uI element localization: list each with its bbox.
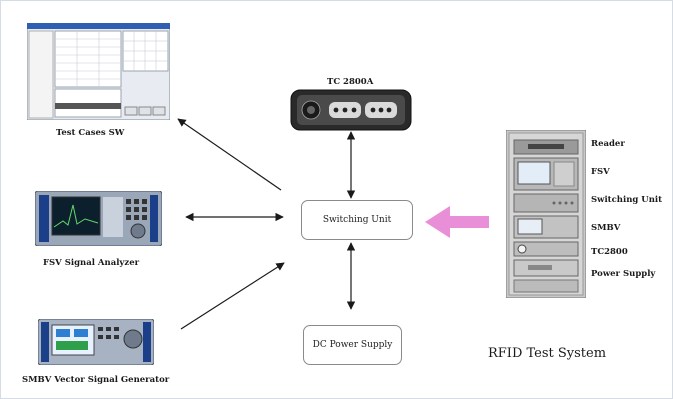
rack-label-tc2800: TC2800 xyxy=(591,247,628,257)
tc-label: TC 2800A xyxy=(327,77,374,87)
test-cases-sw-label: Test Cases SW xyxy=(56,128,125,138)
rack-label-smbv: SMBV xyxy=(591,223,621,233)
smbv-generator-label: SMBV Vector Signal Generator xyxy=(22,375,170,385)
rack-label-power-supply: Power Supply xyxy=(591,269,656,279)
big-pink-arrow xyxy=(425,206,489,238)
rfid-test-system-title: RFID Test System xyxy=(488,346,607,361)
rack-label-fsv: FSV xyxy=(591,167,610,177)
arrow-switch-to-test-cases xyxy=(177,118,282,191)
tc-device-image xyxy=(289,88,413,132)
arrow-smbv-to-switch xyxy=(180,262,285,330)
rfid-rack-image xyxy=(505,129,587,299)
switching-unit-node: Switching Unit xyxy=(301,200,413,240)
smbv-generator-image xyxy=(37,318,155,366)
test-cases-sw-screenshot xyxy=(26,22,171,121)
rack-label-switching-unit: Switching Unit xyxy=(591,195,663,205)
fsv-analyzer-image xyxy=(34,190,163,247)
fsv-analyzer-label: FSV Signal Analyzer xyxy=(43,258,140,268)
rack-label-reader: Reader xyxy=(591,139,625,149)
dc-power-supply-node: DC Power Supply xyxy=(303,325,402,365)
